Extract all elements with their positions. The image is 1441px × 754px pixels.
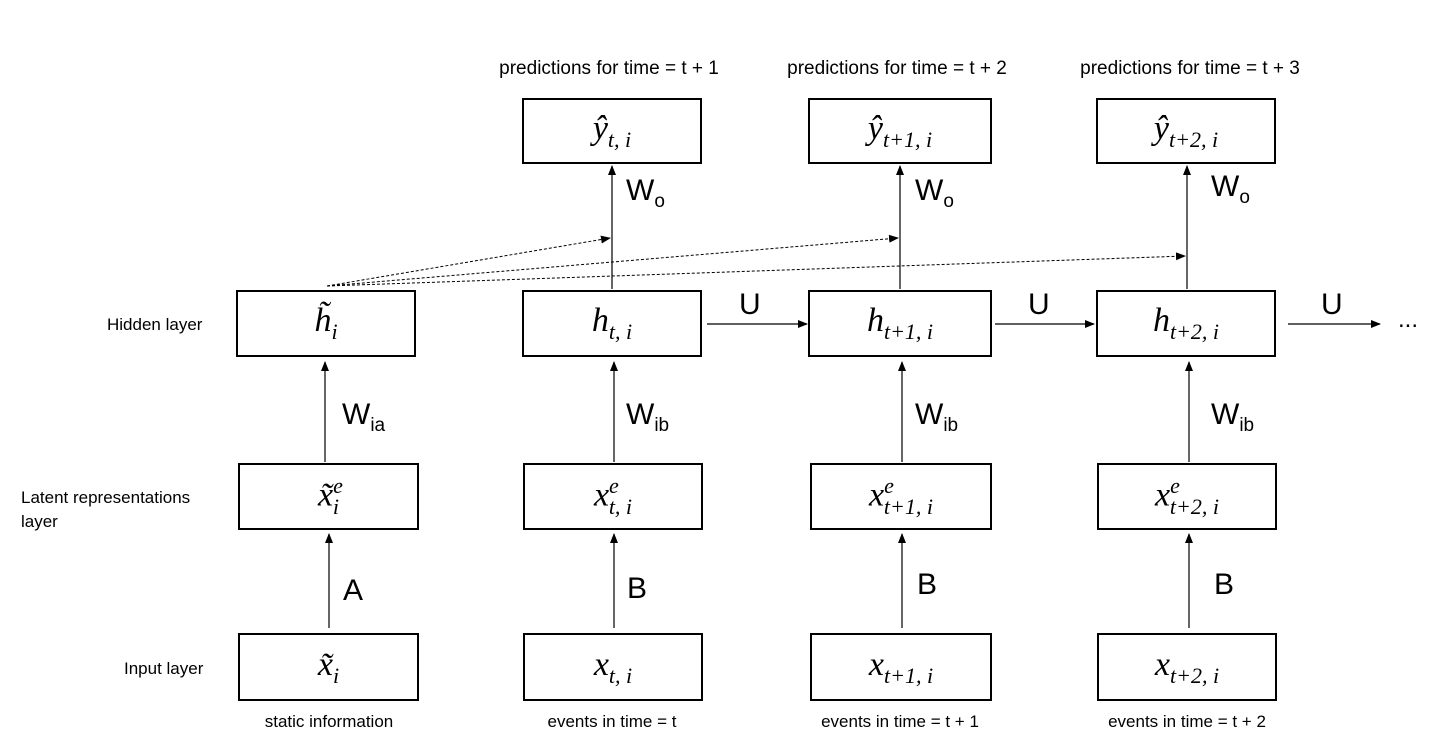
dotted-arrow-1 [326,235,611,287]
prediction-caption-t3: predictions for time = t + 3 [1080,58,1300,79]
latent-label-t2: xet+2, i [1155,473,1219,519]
column-caption-t1: events in time = t + 1 [821,712,979,731]
output-box-t: ŷt, i [522,98,702,164]
weight-label-Wia: Wia [342,398,386,436]
weight-label-Wo-t: Wo [626,174,665,212]
output-label-t: ŷt, i [592,109,632,152]
input-box-t2: xt+2, i [1097,633,1277,701]
weight-label-U-2: U [1028,288,1050,321]
prediction-caption-t1: predictions for time = t + 1 [499,58,719,79]
weight-label-B-t: B [627,572,648,605]
weight-label-Wib-t2: Wib [1211,398,1255,436]
input-box-t1: xt+1, i [810,633,992,701]
ellipsis: ... [1398,306,1419,333]
weight-label-U-1: U [739,288,761,321]
input-label-t2: xt+2, i [1154,645,1220,688]
output-label-t1: ŷt+1, i [867,109,933,152]
latent-label-t: xet, i [593,473,633,519]
latent-box-t1: xet+1, i [810,463,992,530]
hidden-box-t2: ht+2, i [1096,290,1276,357]
hidden-label-t2: ht+2, i [1152,302,1220,344]
latent-box-t: xet, i [523,463,703,530]
prediction-caption-t2: predictions for time = t + 2 [787,58,1007,79]
column-caption-static: static information [264,712,394,731]
output-label-t2: ŷt+2, i [1153,109,1219,152]
weight-label-Wib-t: Wib [626,398,670,436]
weight-label-U-3: U [1321,288,1343,321]
latent-label-static: x̃ei [318,473,343,519]
weight-label-Wib-t1: Wib [915,398,959,436]
latent-label-t1: xet+1, i [869,473,933,519]
row-label-hidden: Hidden layer [107,315,203,334]
hidden-label-t1: ht+1, i [866,302,934,344]
output-box-t1: ŷt+1, i [808,98,992,164]
column-caption-t: events in time = t [547,712,677,731]
input-label-t1: xt+1, i [868,645,934,688]
column-caption-t2: events in time = t + 2 [1108,712,1266,731]
input-box-static: x̃i [238,633,419,701]
dotted-arrow-2 [326,234,899,287]
weight-label-Wo-t1: Wo [915,174,954,212]
hidden-label-static: h̃i [314,302,338,344]
latent-box-t2: xet+2, i [1097,463,1277,530]
input-box-t: xt, i [523,633,703,701]
dotted-arrow-3 [326,252,1186,287]
weight-label-B-t1: B [917,568,938,601]
latent-box-static: x̃ei [238,463,419,530]
weight-label-B-t2: B [1214,568,1235,601]
input-label-static: x̃i [317,645,340,688]
hidden-box-t: ht, i [522,290,702,357]
hidden-label-t: ht, i [591,302,633,344]
row-label-latent-line2: layer [21,512,58,531]
row-label-latent-line1: Latent representations [21,488,191,507]
hidden-box-static: h̃i [236,290,416,357]
row-label-latent: Latent representations layer [21,486,190,534]
weight-label-A: A [343,574,364,607]
hidden-box-t1: ht+1, i [808,290,992,357]
weight-label-Wo-t2: Wo [1211,170,1250,208]
input-label-t: xt, i [593,645,633,688]
row-label-input: Input layer [124,659,204,678]
output-box-t2: ŷt+2, i [1096,98,1276,164]
